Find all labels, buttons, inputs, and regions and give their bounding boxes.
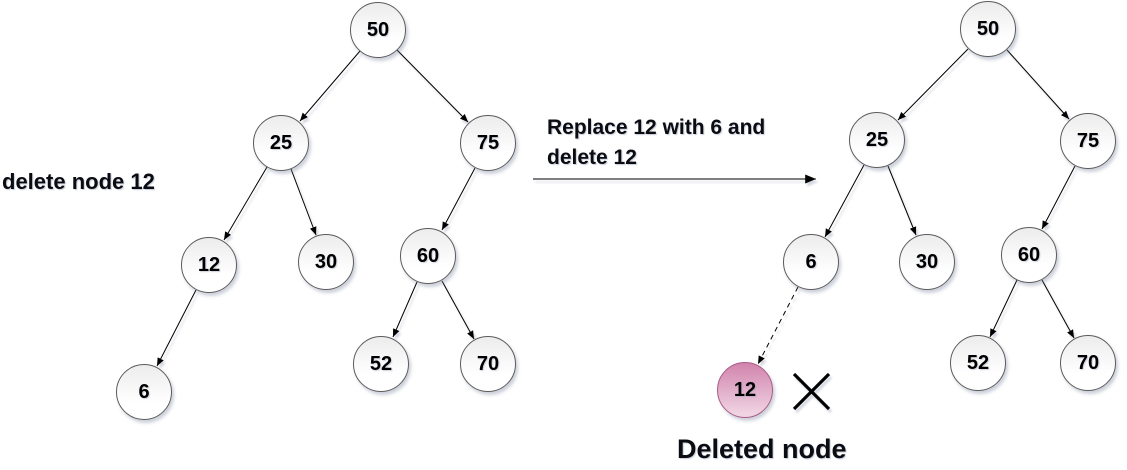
edge-right-50-25 xyxy=(897,48,969,121)
left-tree-node-25: 25 xyxy=(253,115,309,171)
left-tree-node-60: 60 xyxy=(400,228,456,284)
edge-right-25-6 xyxy=(824,164,865,238)
left-tree-node-12: 12 xyxy=(181,237,237,293)
edge-left-50-75 xyxy=(396,49,469,123)
edge-left-25-30 xyxy=(290,168,317,236)
edge-left-25-12 xyxy=(223,166,268,241)
left-tree-node-30: 30 xyxy=(298,234,354,290)
left-tree-node-75: 75 xyxy=(460,115,516,171)
right-tree-node-75: 75 xyxy=(1060,113,1116,169)
right-tree-node-6: 6 xyxy=(783,234,839,290)
right-tree-node-25: 25 xyxy=(849,112,905,168)
deleted-node-caption: Deleted node xyxy=(677,434,847,464)
left-caption: delete node 12 xyxy=(2,169,155,194)
edge-right-60-52 xyxy=(989,279,1018,338)
edge-left-60-70 xyxy=(441,280,475,340)
edge-left-75-60 xyxy=(441,167,476,231)
right-tree-node-52: 52 xyxy=(950,335,1006,391)
left-tree-node-50: 50 xyxy=(350,2,406,58)
right-tree-node-50: 50 xyxy=(960,1,1016,57)
edge-right-25-30 xyxy=(887,165,917,236)
transform-caption: Replace 12 with 6 and delete 12 xyxy=(547,116,766,169)
edge-left-50-25 xyxy=(299,50,361,122)
edge-left-60-52 xyxy=(392,281,418,338)
delete-cross-icon xyxy=(792,372,831,411)
deleted-node-12: 12 xyxy=(717,362,773,418)
edge-right-75-60 xyxy=(1041,165,1076,230)
left-tree-node-52: 52 xyxy=(353,336,409,392)
right-tree-node-60: 60 xyxy=(1001,227,1057,283)
edge-right-60-70 xyxy=(1041,279,1075,339)
edge-right-50-75 xyxy=(1006,49,1070,120)
edge-left-12-6 xyxy=(156,289,197,367)
left-tree-node-6: 6 xyxy=(116,364,172,420)
left-tree-node-70: 70 xyxy=(460,336,516,392)
right-tree-node-70: 70 xyxy=(1060,335,1116,391)
edge-right-6-12-dashed xyxy=(757,286,799,365)
right-tree-node-30: 30 xyxy=(899,234,955,290)
